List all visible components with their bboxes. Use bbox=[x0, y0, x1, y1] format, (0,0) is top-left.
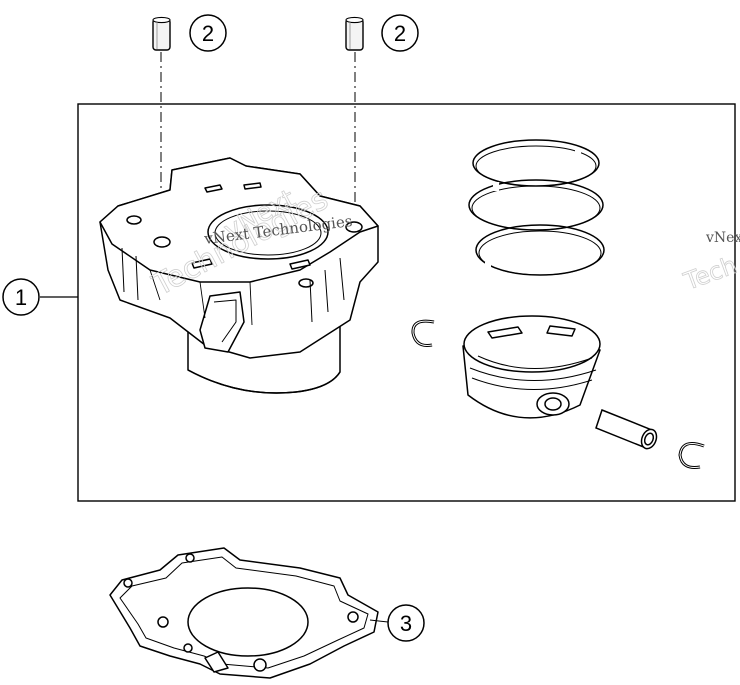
piston bbox=[462, 315, 601, 419]
callout-2-right-label: 2 bbox=[394, 21, 406, 46]
dowel-pin-right bbox=[345, 16, 364, 234]
piston-ring-middle bbox=[468, 179, 604, 231]
callout-2-left-label: 2 bbox=[202, 21, 214, 46]
watermark-edge-vnext: vNext bbox=[705, 230, 740, 246]
piston-ring-set bbox=[468, 139, 605, 276]
assembly-frame bbox=[77, 103, 736, 502]
piston-pin bbox=[595, 409, 658, 450]
watermark-edge-tech: Tech bbox=[680, 251, 740, 296]
callout-1-group: 1 bbox=[2, 278, 78, 316]
cylinder-base-gasket bbox=[109, 547, 379, 679]
callout-3-group: 3 bbox=[369, 604, 425, 642]
circlip-right bbox=[678, 442, 705, 469]
callout-2-left-group: 2 bbox=[189, 14, 227, 52]
callout-2-right-group: 2 bbox=[381, 14, 419, 52]
circlip-left bbox=[411, 319, 435, 347]
cylinder-block bbox=[99, 157, 379, 394]
piston-ring-oil bbox=[475, 224, 605, 276]
callout-1-label: 1 bbox=[15, 285, 27, 310]
callout-3-label: 3 bbox=[400, 611, 412, 636]
piston-ring-top bbox=[472, 139, 600, 187]
